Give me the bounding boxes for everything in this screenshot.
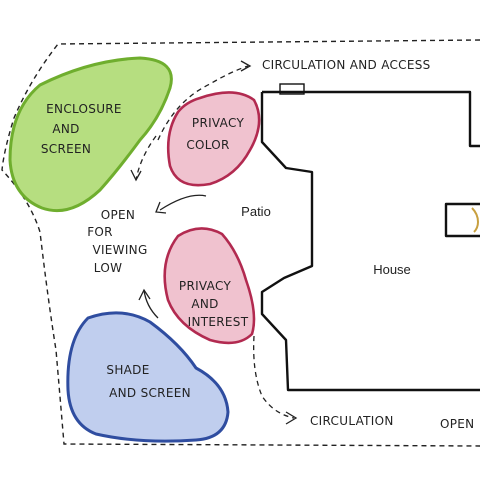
shade-screen-label-line2: AND SCREEN (109, 386, 191, 400)
house-door-step (279, 83, 305, 95)
circulation-flow-arrow (253, 335, 295, 419)
patio-label: Patio (241, 204, 271, 219)
house-label: House (373, 262, 411, 277)
privacy-color-label-line1: PRIVACY (192, 116, 245, 130)
circulation-access-label: CIRCULATION AND ACCESS (262, 58, 431, 72)
view-arrow-lower (143, 289, 159, 319)
privacy-interest-label-line3: INTEREST (188, 315, 249, 329)
privacy-interest-zone-bubble (163, 227, 256, 345)
shade-screen-zone-bubble (66, 311, 230, 443)
view-arrow-upper (135, 135, 157, 181)
privacy-interest-label: PRIVACY AND INTEREST (179, 279, 249, 329)
privacy-color-zone-bubble (166, 91, 261, 187)
open-viewing-line1: OPEN (101, 208, 135, 222)
house-interior-fixture (471, 207, 480, 233)
shade-screen-label: SHADE AND SCREEN (106, 363, 190, 400)
house-outline (260, 90, 480, 392)
enclosure-zone-bubble (8, 56, 173, 213)
enclosure-label-line1: ENCLOSURE (46, 102, 122, 116)
privacy-color-label: PRIVACY COLOR (186, 116, 244, 152)
shade-screen-label-line1: SHADE (106, 363, 149, 377)
site-boundary (1, 39, 480, 447)
open-viewing-line4: LOW (94, 261, 122, 275)
privacy-interest-label-line1: PRIVACY (179, 279, 232, 293)
privacy-color-label-line2: COLOR (186, 138, 229, 152)
patio-to-open-arrow (159, 194, 207, 211)
privacy-interest-label-line2: AND (191, 297, 218, 311)
open-viewing-label: OPEN FOR VIEWING LOW (87, 208, 147, 275)
open-edge-label: OPEN (440, 417, 474, 431)
enclosure-label-line3: SCREEN (41, 142, 91, 156)
enclosure-label: ENCLOSURE AND SCREEN (41, 102, 122, 156)
open-viewing-line3: VIEWING (92, 243, 147, 257)
enclosure-label-line2: AND (52, 122, 79, 136)
open-viewing-line2: FOR (87, 225, 113, 239)
circulation-label: CIRCULATION (310, 414, 394, 428)
